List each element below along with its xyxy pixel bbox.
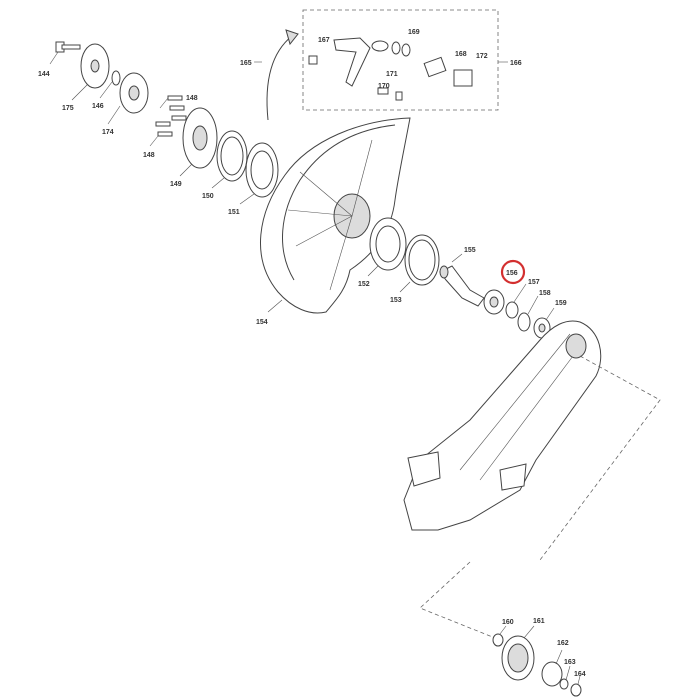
part-160-nut xyxy=(492,625,507,647)
part-174-clutch-drum xyxy=(107,72,149,125)
callout-149: 149 xyxy=(170,181,182,188)
callout-155: 155 xyxy=(464,247,476,254)
callout-171: 171 xyxy=(386,71,398,78)
callout-158: 158 xyxy=(539,290,551,297)
part-156-bearing xyxy=(483,289,505,315)
part-144-bolt xyxy=(49,41,81,65)
callout-152: 152 xyxy=(358,281,370,288)
alignment-line-bottom xyxy=(419,561,501,641)
callout-151: 151 xyxy=(228,209,240,216)
part-161-pulley xyxy=(501,625,535,681)
callout-159: 159 xyxy=(555,300,567,307)
callout-167: 167 xyxy=(318,37,330,44)
part-165-arrow xyxy=(254,29,299,121)
part-157-snap-ring xyxy=(505,283,527,319)
part-148-screws-upper xyxy=(159,95,187,121)
callout-175: 175 xyxy=(62,105,74,112)
callout-161: 161 xyxy=(533,618,545,625)
part-175-disc xyxy=(71,43,110,101)
callout-166: 166 xyxy=(510,60,522,67)
part-163-nut xyxy=(559,665,571,690)
callout-172: 172 xyxy=(476,53,488,60)
arm-assembly xyxy=(403,320,602,531)
callout-144: 144 xyxy=(38,71,50,78)
callout-148-upper: 148 xyxy=(186,95,198,102)
part-150-washer xyxy=(211,130,248,189)
callout-153: 153 xyxy=(390,297,402,304)
part-146-ring xyxy=(99,70,121,99)
part-162-washer xyxy=(541,649,563,687)
alignment-line-right xyxy=(539,355,661,561)
callout-164: 164 xyxy=(574,671,586,678)
part-164-washer xyxy=(570,675,582,697)
callout-174: 174 xyxy=(102,129,114,136)
callout-156-highlight-ring xyxy=(500,259,526,285)
part-153-washer xyxy=(399,234,440,293)
part-151-ring-gear xyxy=(239,142,279,205)
callout-160: 160 xyxy=(502,619,514,626)
callout-165: 165 xyxy=(240,60,252,67)
callout-146: 146 xyxy=(92,103,104,110)
callout-157: 157 xyxy=(528,279,540,286)
callout-169: 169 xyxy=(408,29,420,36)
callout-148-lower: 148 xyxy=(143,152,155,159)
callout-168: 168 xyxy=(455,51,467,58)
callout-170: 170 xyxy=(378,83,390,90)
inset-box xyxy=(302,9,508,111)
part-155-shaft xyxy=(439,253,485,307)
part-158-ring xyxy=(517,295,539,332)
callout-156: 156 xyxy=(506,270,518,277)
callout-154: 154 xyxy=(256,319,268,326)
callout-163: 163 xyxy=(564,659,576,666)
part-154-blade-guard xyxy=(260,117,411,314)
part-152-ring-gear xyxy=(367,217,407,277)
part-148-screws-lower xyxy=(149,121,173,147)
callout-150: 150 xyxy=(202,193,214,200)
callout-162: 162 xyxy=(557,640,569,647)
part-149-flange-disc xyxy=(179,107,218,177)
